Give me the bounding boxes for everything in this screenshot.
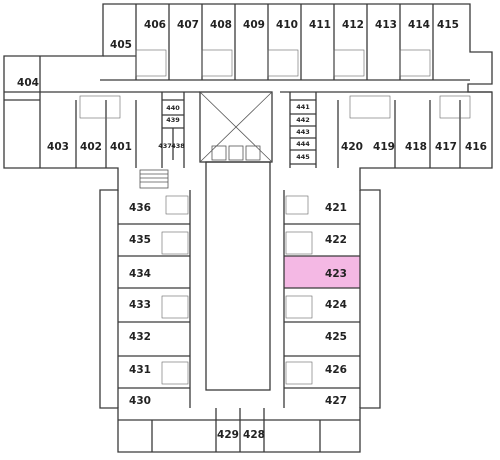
room-label-428[interactable]: 428 [243, 429, 265, 441]
room-label-418[interactable]: 418 [405, 141, 427, 153]
room-label-433[interactable]: 433 [129, 299, 151, 311]
room-423-highlight[interactable] [283, 255, 361, 289]
room-label-434[interactable]: 434 [129, 268, 151, 280]
room-label-425[interactable]: 425 [325, 331, 347, 343]
room-label-422[interactable]: 422 [325, 234, 347, 246]
room-label-402[interactable]: 402 [80, 141, 102, 153]
room-label-426[interactable]: 426 [325, 364, 347, 376]
room-label-444[interactable]: 444 [296, 140, 310, 148]
room-labels: 406 407 408 409 410 411 412 413 414 415 405 404 403 4… [17, 19, 487, 441]
room-label-440[interactable]: 440 [166, 104, 180, 112]
room-label-419[interactable]: 419 [373, 141, 395, 153]
room-label-443[interactable]: 443 [296, 128, 310, 136]
room-label-409[interactable]: 409 [243, 19, 265, 31]
building-outline [3, 3, 493, 453]
room-label-420[interactable]: 420 [341, 141, 363, 153]
room-label-432[interactable]: 432 [129, 331, 151, 343]
room-label-415[interactable]: 415 [437, 19, 459, 31]
room-label-421[interactable]: 421 [325, 202, 347, 214]
room-label-408[interactable]: 408 [210, 19, 232, 31]
room-label-431[interactable]: 431 [129, 364, 151, 376]
room-label-430[interactable]: 430 [129, 395, 151, 407]
room-label-403[interactable]: 403 [47, 141, 69, 153]
room-label-416[interactable]: 416 [465, 141, 487, 153]
room-label-405[interactable]: 405 [110, 39, 132, 51]
room-label-411[interactable]: 411 [309, 19, 331, 31]
room-label-413[interactable]: 413 [375, 19, 397, 31]
room-label-438[interactable]: 438 [171, 142, 185, 150]
room-label-410[interactable]: 410 [276, 19, 298, 31]
room-label-445[interactable]: 445 [296, 153, 310, 161]
room-label-407[interactable]: 407 [177, 19, 199, 31]
room-label-429[interactable]: 429 [217, 429, 239, 441]
room-label-437[interactable]: 437 [158, 142, 172, 150]
room-label-414[interactable]: 414 [408, 19, 430, 31]
room-label-442[interactable]: 442 [296, 116, 310, 124]
room-label-406[interactable]: 406 [144, 19, 166, 31]
room-label-417[interactable]: 417 [435, 141, 457, 153]
room-label-404[interactable]: 404 [17, 77, 39, 89]
room-label-427[interactable]: 427 [325, 395, 347, 407]
room-label-439[interactable]: 439 [166, 116, 180, 124]
room-label-423[interactable]: 423 [325, 268, 347, 280]
room-label-436[interactable]: 436 [129, 202, 151, 214]
room-label-412[interactable]: 412 [342, 19, 364, 31]
room-label-401[interactable]: 401 [110, 141, 132, 153]
room-label-435[interactable]: 435 [129, 234, 151, 246]
room-label-441[interactable]: 441 [296, 103, 310, 111]
room-label-424[interactable]: 424 [325, 299, 347, 311]
